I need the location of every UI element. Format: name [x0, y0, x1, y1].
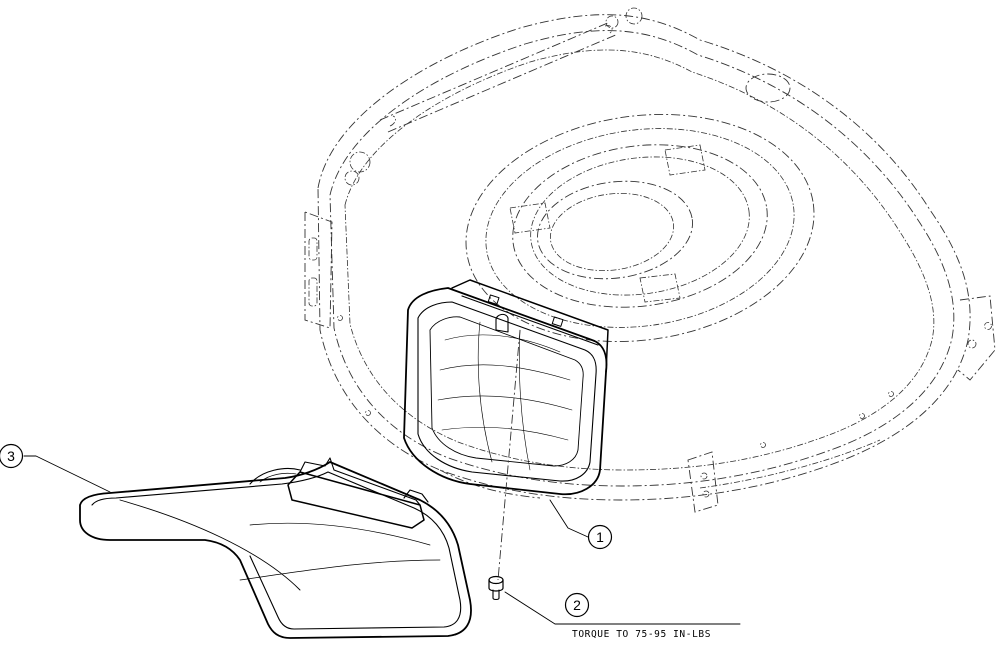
bolt [488, 575, 504, 601]
callout-number-3: 3 [7, 448, 15, 464]
torque-note: TORQUE TO 75-95 IN-LBS [572, 629, 711, 640]
callout-3: 3 [0, 443, 111, 493]
callout-1: 1 [549, 499, 613, 550]
discharge-chute [79, 457, 472, 639]
deck-cover-plate [403, 279, 609, 581]
callout-number-2: 2 [573, 597, 581, 613]
callout-number-1: 1 [596, 529, 604, 545]
callout-2: 2 TORQUE TO 75-95 IN-LBS [504, 591, 741, 640]
mower-deck [304, 7, 996, 513]
